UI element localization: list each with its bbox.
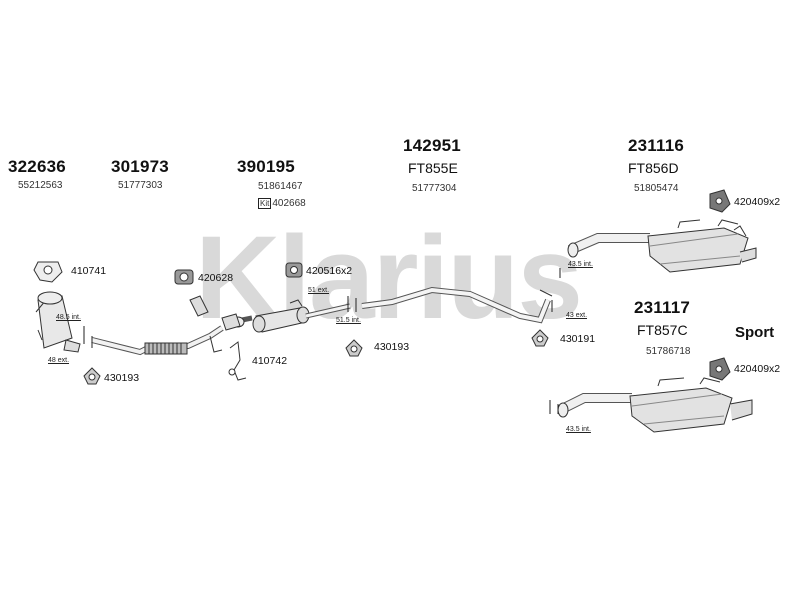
oem-number-231117: 51786718 (646, 346, 691, 357)
part-number-231116: 231116 (628, 136, 685, 155)
fitting-430191: 430191 (560, 333, 596, 345)
ft-code-231117: FT857C (637, 322, 688, 338)
part-number-142951: 142951 (403, 136, 461, 155)
part-301973-front-pipe (91, 325, 224, 356)
part-142951-intermediate-pipe (361, 286, 553, 324)
part-number-390195: 390195 (237, 157, 295, 176)
measurement-43-5-int-b: 43.5 int. (566, 426, 591, 433)
kit-tag: Kit (258, 198, 272, 209)
fitting-430193-b: 430193 (374, 341, 410, 353)
fitting-420409-b: 420409x2 (734, 363, 781, 375)
bracket-410741-icon (33, 261, 63, 283)
hanger-420409b-icon (709, 357, 731, 381)
fitting-420516: 420516x2 (306, 265, 353, 277)
part-231117-sport-silencer (557, 377, 753, 433)
oem-number-231116: 51805474 (634, 183, 679, 194)
measurement-48-5-int: 48.5 int. (56, 314, 81, 321)
fitting-410742: 410742 (252, 355, 288, 367)
oem-number-301973: 51777303 (118, 180, 163, 191)
measurement-48-ext: 48 ext. (48, 357, 70, 364)
measurement-51-5-int: 51.5 int. (336, 317, 361, 324)
oem-number-142951: 51777304 (412, 183, 457, 194)
hanger-420409a-icon (709, 189, 731, 213)
part-390195-catalyst (231, 299, 351, 333)
oem-number-322636: 55212563 (18, 180, 63, 191)
part-number-322636: 322636 (8, 157, 66, 176)
gasket-430193a-icon (83, 367, 101, 385)
kit-number: 402668 (272, 198, 306, 209)
rubber-420628-icon (174, 269, 194, 285)
part-number-231117: 231117 (634, 298, 691, 317)
measurement-43-ext: 43 ext. (566, 312, 588, 319)
fitting-420409-a: 420409x2 (734, 196, 781, 208)
ft-code-142951: FT855E (408, 160, 458, 176)
rubber-420516-icon (285, 262, 303, 278)
part-231116-rear-silencer (567, 219, 757, 273)
measurement-43-5-int-a: 43.5 int. (568, 261, 593, 268)
gasket-430191-icon (531, 329, 549, 347)
sport-label: Sport (735, 324, 775, 341)
fitting-430193-a: 430193 (104, 372, 140, 384)
oem-number-390195: 51861467 (258, 181, 303, 192)
part-322636-catalyst (35, 291, 81, 353)
ft-code-231116: FT856D (628, 160, 679, 176)
gasket-430193b-icon (345, 339, 363, 357)
part-number-301973: 301973 (111, 157, 169, 176)
measurement-ticks (83, 268, 561, 414)
flange-gasket-icon (189, 295, 241, 331)
measurement-51-ext: 51 ext. (308, 287, 330, 294)
fitting-410741: 410741 (71, 265, 107, 277)
clamp-410742-icon (228, 341, 247, 381)
fitting-420628: 420628 (198, 272, 234, 284)
